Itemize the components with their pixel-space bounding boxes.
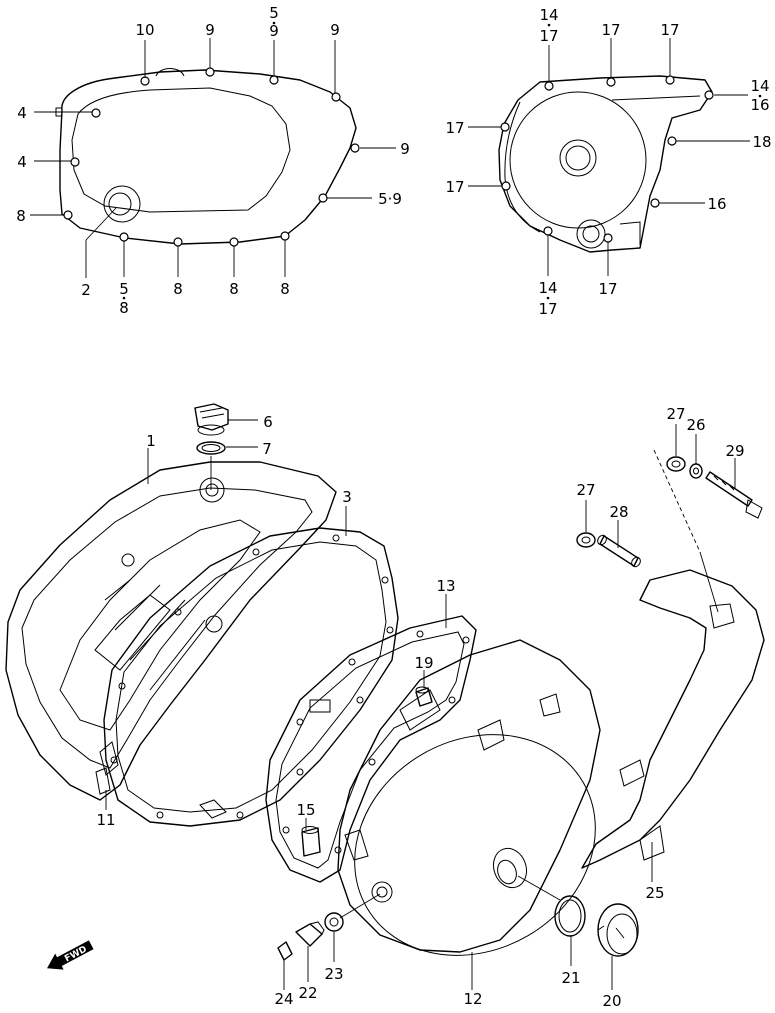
callout-15: 15 bbox=[296, 801, 315, 819]
oil-filler-cap-part-6 bbox=[194, 403, 229, 436]
gasket-part-13 bbox=[265, 615, 477, 883]
leader-lines bbox=[30, 38, 396, 278]
callout-6: 6 bbox=[263, 413, 273, 431]
callout-11: 11 bbox=[96, 811, 115, 829]
callout-19: 19 bbox=[414, 654, 433, 672]
guard-part-25 bbox=[581, 449, 765, 869]
callout-14: 14 bbox=[539, 6, 558, 24]
callout-5-9: 5·9 bbox=[378, 190, 402, 208]
bolt-holes bbox=[500, 75, 714, 243]
callout-2: 2 bbox=[81, 281, 91, 299]
dowel-pin-part-19 bbox=[415, 686, 433, 707]
clutch-cover-part-1 bbox=[5, 461, 337, 801]
callout-9: 9 bbox=[330, 21, 340, 39]
callout-9: 9 bbox=[205, 21, 215, 39]
callout-27: 27 bbox=[666, 405, 685, 423]
callout-23: 23 bbox=[324, 965, 343, 983]
collar-part-28 bbox=[597, 534, 641, 568]
callout-20: 20 bbox=[602, 992, 621, 1010]
callout-5: 5 bbox=[269, 4, 279, 22]
callout-labels: 14 17 17 17 14 16 17 18 17 16 14 17 17 bbox=[445, 6, 771, 318]
damper-part-27 bbox=[666, 456, 686, 472]
oil-level-window-part-24 bbox=[277, 941, 293, 961]
o-ring-part-7 bbox=[196, 441, 226, 490]
callout-17: 17 bbox=[539, 27, 558, 45]
magneto-cover-bolt-layout: 14 17 17 17 14 16 17 18 17 16 14 17 17 bbox=[445, 6, 771, 318]
callout-labels: 6 7 1 3 13 19 11 15 12 27 26 29 27 28 25… bbox=[96, 405, 744, 1010]
callout-4: 4 bbox=[17, 104, 27, 122]
callout-9: 9 bbox=[400, 140, 410, 158]
callout-17: 17 bbox=[538, 300, 557, 318]
callout-18: 18 bbox=[752, 133, 771, 151]
callout-26: 26 bbox=[686, 416, 705, 434]
callout-8: 8 bbox=[16, 207, 26, 225]
callout-7: 7 bbox=[262, 440, 272, 458]
callout-28: 28 bbox=[609, 503, 628, 521]
callout-16: 16 bbox=[707, 195, 726, 213]
callout-8: 8 bbox=[173, 280, 183, 298]
dowel-pin-part-15 bbox=[301, 826, 321, 857]
callout-1: 1 bbox=[146, 432, 156, 450]
callout-21: 21 bbox=[561, 969, 580, 987]
callout-8: 8 bbox=[119, 299, 129, 317]
callout-24: 24 bbox=[274, 990, 293, 1008]
magneto-cover-part-12 bbox=[337, 639, 601, 956]
callout-17: 17 bbox=[598, 280, 617, 298]
callout-9: 9 bbox=[269, 22, 279, 40]
gasket-part-3 bbox=[103, 527, 399, 827]
callout-5: 5 bbox=[119, 280, 129, 298]
callout-8: 8 bbox=[280, 280, 290, 298]
callout-29: 29 bbox=[725, 442, 744, 460]
clutch-cover-bolt-layout: 10 9 5 9 9 4 4 9 8 5·9 2 5 8 8 8 8 bbox=[16, 4, 410, 317]
callout-3: 3 bbox=[342, 488, 352, 506]
callout-27: 27 bbox=[576, 481, 595, 499]
washer-part-23 bbox=[324, 912, 344, 932]
forward-arrow-icon: FWD bbox=[47, 940, 94, 970]
callout-17: 17 bbox=[660, 21, 679, 39]
callout-25: 25 bbox=[645, 884, 664, 902]
plug-part-20 bbox=[597, 903, 639, 957]
callout-17: 17 bbox=[601, 21, 620, 39]
leader-lines bbox=[105, 419, 736, 990]
callout-17: 17 bbox=[445, 178, 464, 196]
dowel-pin-part-11 bbox=[95, 767, 111, 795]
callout-12: 12 bbox=[463, 990, 482, 1008]
callout-8: 8 bbox=[229, 280, 239, 298]
plug-bolt-part-22 bbox=[295, 921, 325, 947]
callout-4: 4 bbox=[17, 153, 27, 171]
callout-14: 14 bbox=[750, 77, 769, 95]
callout-10: 10 bbox=[135, 21, 154, 39]
o-ring-part-21 bbox=[554, 895, 586, 937]
callout-16: 16 bbox=[750, 96, 769, 114]
leader-lines bbox=[468, 38, 750, 276]
bolt-holes bbox=[63, 67, 360, 247]
callout-17: 17 bbox=[445, 119, 464, 137]
callout-14: 14 bbox=[538, 279, 557, 297]
callout-22: 22 bbox=[298, 984, 317, 1002]
bolt-part-29 bbox=[705, 471, 763, 519]
washer-part-26 bbox=[689, 463, 703, 479]
damper-part-27b bbox=[576, 532, 596, 548]
callout-13: 13 bbox=[436, 577, 455, 595]
callout-labels: 10 9 5 9 9 4 4 9 8 5·9 2 5 8 8 8 8 bbox=[16, 4, 410, 317]
